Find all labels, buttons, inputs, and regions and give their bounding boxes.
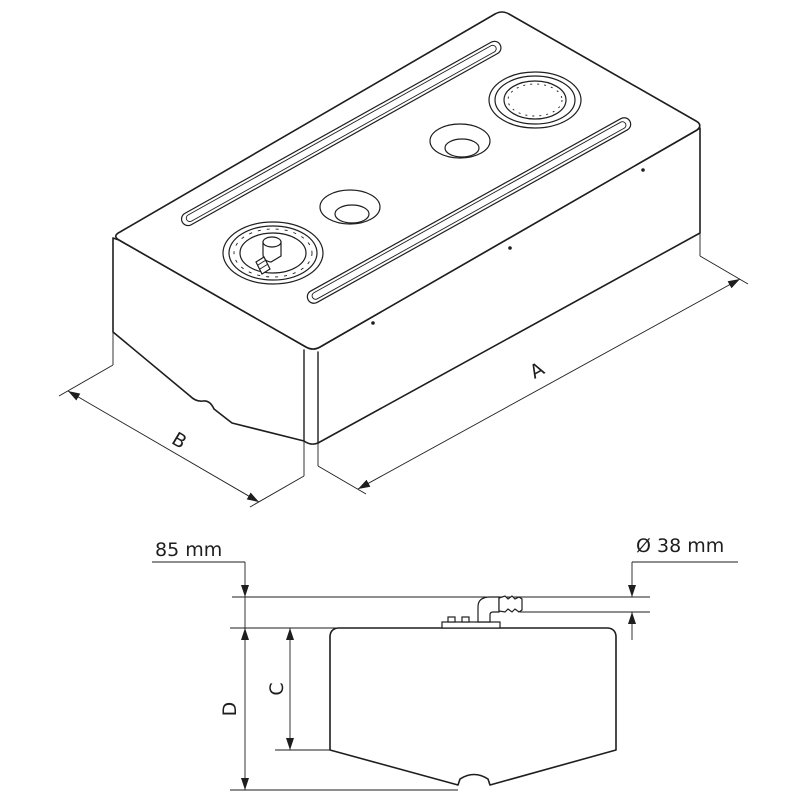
dimension-line-b <box>67 390 260 503</box>
dimension-label-c: C <box>266 682 288 695</box>
mount-hole <box>641 168 645 172</box>
extension-line <box>317 465 367 495</box>
opening-left <box>319 189 381 225</box>
dimension-line-a <box>357 278 741 490</box>
tank-side-profile <box>329 627 617 786</box>
extension-line <box>58 364 114 397</box>
hose-fitting <box>441 595 523 629</box>
mount-hole <box>508 246 512 250</box>
dimension-label-d: D <box>219 702 241 717</box>
mount-hole <box>371 321 375 325</box>
side-elevation-view: 85 mm D C Ø 38 mm <box>152 535 738 791</box>
top-slot-front <box>306 117 632 304</box>
dimension-label-85: 85 mm <box>155 539 222 561</box>
inspection-cap <box>488 71 582 129</box>
top-slot-back <box>180 40 502 227</box>
dimension-label-diameter: Ø 38 mm <box>636 535 724 557</box>
opening-right <box>429 123 491 159</box>
fuel-cap-with-fitting <box>222 221 324 285</box>
isometric-view: A B <box>58 11 749 508</box>
